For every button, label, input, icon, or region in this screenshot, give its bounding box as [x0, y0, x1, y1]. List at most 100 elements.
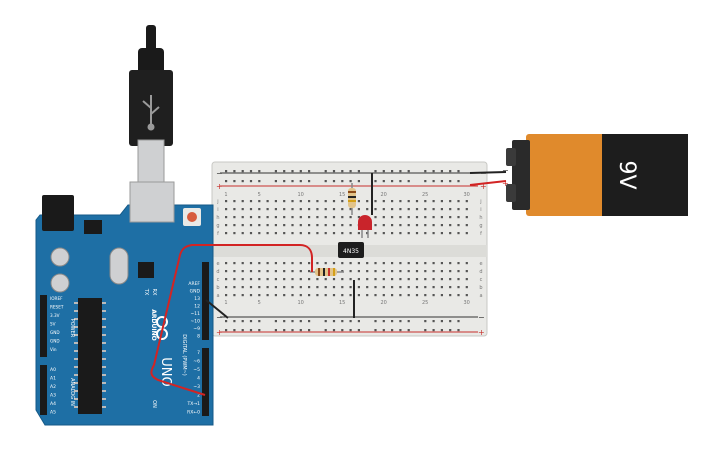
terminal-hole[interactable]	[465, 278, 468, 281]
rail-hole[interactable]	[283, 180, 286, 183]
terminal-hole[interactable]	[299, 200, 302, 203]
terminal-hole[interactable]	[225, 278, 228, 281]
terminal-hole[interactable]	[440, 294, 443, 297]
rail-hole[interactable]	[391, 180, 394, 183]
terminal-hole[interactable]	[440, 216, 443, 219]
terminal-hole[interactable]	[316, 208, 319, 211]
rail-hole[interactable]	[349, 329, 352, 332]
rail-hole[interactable]	[449, 329, 452, 332]
terminal-hole[interactable]	[415, 270, 419, 273]
rail-hole[interactable]	[349, 180, 352, 183]
rail-hole[interactable]	[274, 180, 277, 183]
rail-hole[interactable]	[225, 329, 228, 332]
rail-hole[interactable]	[424, 329, 427, 332]
terminal-hole[interactable]	[249, 216, 253, 219]
terminal-hole[interactable]	[449, 262, 452, 265]
terminal-hole[interactable]	[291, 224, 294, 227]
terminal-hole[interactable]	[283, 278, 286, 281]
terminal-hole[interactable]	[299, 216, 302, 219]
rail-hole[interactable]	[258, 170, 261, 173]
terminal-hole[interactable]	[266, 278, 269, 281]
led-red[interactable]	[358, 215, 372, 238]
terminal-hole[interactable]	[349, 224, 352, 227]
terminal-hole[interactable]	[391, 224, 394, 227]
terminal-hole[interactable]	[274, 278, 277, 281]
rail-hole[interactable]	[249, 170, 253, 173]
rail-hole[interactable]	[233, 329, 236, 332]
terminal-hole[interactable]	[407, 200, 410, 203]
rail-hole[interactable]	[249, 320, 253, 323]
terminal-hole[interactable]	[349, 286, 352, 289]
terminal-hole[interactable]	[241, 286, 244, 289]
rail-hole[interactable]	[440, 329, 443, 332]
terminal-hole[interactable]	[357, 286, 360, 289]
terminal-hole[interactable]	[407, 294, 410, 297]
rail-hole[interactable]	[233, 170, 236, 173]
terminal-hole[interactable]	[432, 286, 435, 289]
rail-hole[interactable]	[324, 329, 327, 332]
terminal-hole[interactable]	[258, 200, 261, 203]
terminal-hole[interactable]	[258, 286, 261, 289]
battery-9v[interactable]: 9V + −	[502, 134, 688, 216]
terminal-hole[interactable]	[249, 294, 253, 297]
terminal-hole[interactable]	[308, 216, 311, 219]
terminal-hole[interactable]	[283, 224, 286, 227]
terminal-hole[interactable]	[233, 286, 236, 289]
terminal-hole[interactable]	[316, 232, 319, 235]
terminal-hole[interactable]	[366, 200, 369, 203]
terminal-hole[interactable]	[332, 208, 336, 211]
terminal-hole[interactable]	[258, 232, 261, 235]
terminal-hole[interactable]	[357, 262, 360, 265]
terminal-hole[interactable]	[424, 216, 427, 219]
terminal-hole[interactable]	[374, 232, 377, 235]
terminal-hole[interactable]	[324, 208, 327, 211]
terminal-hole[interactable]	[391, 200, 394, 203]
terminal-hole[interactable]	[299, 294, 302, 297]
rail-hole[interactable]	[324, 170, 327, 173]
terminal-hole[interactable]	[249, 232, 253, 235]
terminal-hole[interactable]	[432, 262, 435, 265]
rail-hole[interactable]	[308, 320, 311, 323]
terminal-hole[interactable]	[225, 270, 228, 273]
terminal-hole[interactable]	[233, 278, 236, 281]
terminal-hole[interactable]	[258, 224, 261, 227]
terminal-hole[interactable]	[299, 208, 302, 211]
optocoupler-chip[interactable]: 4N35	[338, 242, 364, 258]
terminal-hole[interactable]	[332, 216, 336, 219]
terminal-hole[interactable]	[374, 200, 377, 203]
terminal-hole[interactable]	[332, 224, 336, 227]
terminal-hole[interactable]	[424, 224, 427, 227]
terminal-hole[interactable]	[415, 232, 419, 235]
terminal-hole[interactable]	[432, 232, 435, 235]
terminal-hole[interactable]	[440, 278, 443, 281]
terminal-hole[interactable]	[316, 286, 319, 289]
terminal-hole[interactable]	[225, 262, 228, 265]
terminal-hole[interactable]	[291, 294, 294, 297]
terminal-hole[interactable]	[308, 224, 311, 227]
terminal-hole[interactable]	[308, 262, 311, 265]
terminal-hole[interactable]	[233, 294, 236, 297]
terminal-hole[interactable]	[241, 216, 244, 219]
rail-hole[interactable]	[291, 329, 294, 332]
terminal-hole[interactable]	[357, 200, 360, 203]
terminal-hole[interactable]	[241, 278, 244, 281]
terminal-hole[interactable]	[357, 208, 360, 211]
rail-hole[interactable]	[299, 170, 302, 173]
terminal-hole[interactable]	[432, 216, 435, 219]
terminal-hole[interactable]	[274, 224, 277, 227]
terminal-hole[interactable]	[449, 208, 452, 211]
terminal-hole[interactable]	[341, 262, 344, 265]
terminal-hole[interactable]	[415, 224, 419, 227]
rail-hole[interactable]	[283, 170, 286, 173]
terminal-hole[interactable]	[357, 294, 360, 297]
rail-hole[interactable]	[274, 329, 277, 332]
terminal-hole[interactable]	[308, 278, 311, 281]
terminal-hole[interactable]	[407, 262, 410, 265]
rail-hole[interactable]	[391, 320, 394, 323]
terminal-hole[interactable]	[449, 286, 452, 289]
terminal-hole[interactable]	[457, 232, 460, 235]
terminal-hole[interactable]	[382, 216, 385, 219]
terminal-hole[interactable]	[316, 224, 319, 227]
terminal-hole[interactable]	[449, 278, 452, 281]
